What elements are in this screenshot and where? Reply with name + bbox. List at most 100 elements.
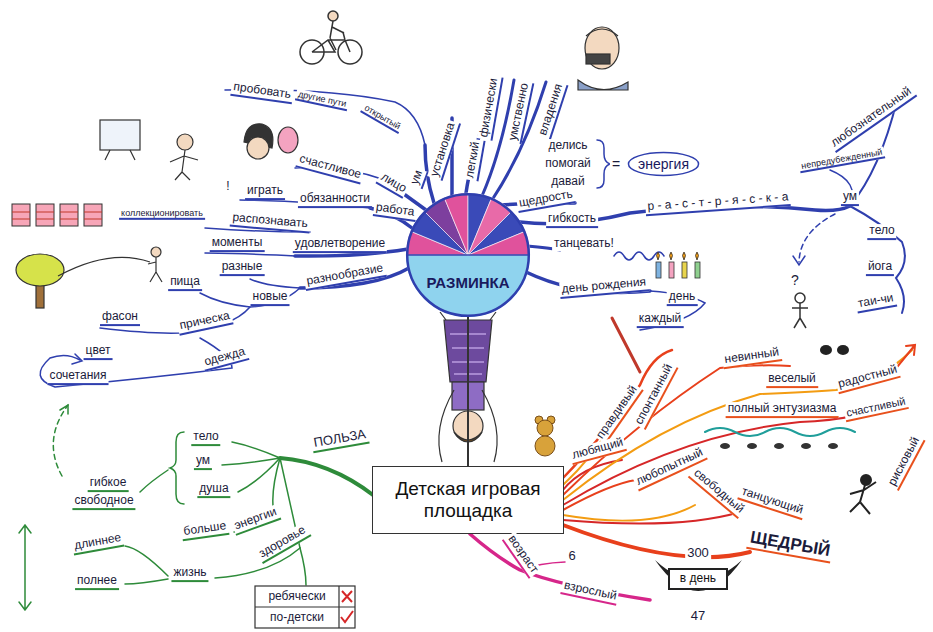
branch-word: новые [251,290,290,306]
blue-branches-part [72,354,82,364]
branch-word: сочетания [48,369,109,385]
old-man-drawing-part [586,54,610,64]
dancer-drawing-part [850,482,876,514]
branch-word: открытый [360,102,404,135]
branch-word: радостный [835,362,901,394]
plain-label: = [610,156,622,172]
branch-word: рисковый [885,433,926,491]
branch-word: другие пути [295,88,349,111]
orange-dots-part [720,443,730,449]
circle-outline [407,194,529,316]
bicycle-drawing [300,11,362,64]
eyes-drawing-part [837,345,849,355]
smile-mouth [655,560,742,591]
branch-word: владения [536,80,569,139]
branch-word: день [667,290,698,306]
plain-label: по-детски [268,611,326,625]
branch-word: счастливое [295,152,364,185]
branch-word: ум [841,190,859,206]
check-table-part [341,611,353,622]
branch-word: физически [477,75,504,140]
stick-figure-drawing-part [792,303,808,328]
branch-word: работа [373,200,417,222]
orange-branches-part [563,505,695,521]
tree-kite-drawing-part [151,247,161,257]
branch-word: гибкое [88,476,129,492]
per-day-box: в день [668,568,728,590]
branch-word: свободное [72,494,135,510]
tv-person-drawing-part [170,150,198,180]
branch-word: коллекционировать [119,208,205,220]
node-text: Детская игровая площадка [381,478,555,522]
stick-figure-drawing [792,293,808,328]
candles-drawing-part [682,262,687,278]
eyes-drawing-part [820,345,832,355]
branch-word: цвет [84,344,113,360]
green-branches [19,405,373,610]
branch-word: умственно [506,80,534,144]
plain-label: танцевать! [552,237,616,251]
green-branches-part [140,470,168,492]
green-branches-part [300,548,306,585]
branch-word: таи-чи [855,291,897,313]
old-man-drawing [578,27,628,90]
candles-drawing-part [669,262,674,278]
branch-word: непредубежденный [798,146,885,173]
orange-branches-part [563,525,750,557]
green-branches-part [19,525,31,610]
green-branches-part [280,458,373,495]
branch-word: пища [168,275,202,291]
tv-person-drawing-part [100,120,140,150]
blue-branches-part [793,256,805,265]
green-branches-part [170,432,184,504]
node-text: в день [680,572,716,586]
branch-word: удовлетворение [293,237,387,253]
eyes-drawing [820,345,849,355]
old-man-drawing-part [578,80,628,90]
orange-dots-part [801,443,811,449]
branch-word: ум [194,454,212,470]
blue-branches-part [597,140,610,188]
branch-word: прическа [176,309,233,336]
branch-word: любознательный [827,83,917,153]
stick-figure-drawing-part [795,293,805,303]
branch-word: полнее [75,574,119,590]
branch-word: лицо [376,169,411,198]
branch-word: каждый [637,312,684,328]
orange-branches [563,318,915,557]
tree-kite-drawing [16,247,162,308]
bicycle-drawing-part [330,21,344,50]
blue-branches-part [205,253,295,256]
plain-label: ребячески [266,590,327,604]
plain-label: 6 [566,549,577,564]
branch-word: обязанности [298,192,372,208]
warmup-circle: РАЗМИНКА [406,193,530,317]
branch-word: тело [191,430,220,446]
blue-branches-part [200,279,300,307]
branch-word: тело [867,224,896,240]
tv-person-drawing-part [177,134,193,150]
blue-branches [40,80,905,387]
node-text: РАЗМИНКА [426,274,509,291]
blue-branches-part [850,206,905,313]
tree-kite-drawing-part [16,254,64,286]
branch-word: распознавать [230,211,311,234]
branch-word: жизнь [171,566,208,582]
check-table-part [342,591,352,602]
orange-branches-part [705,428,855,436]
branch-word: ПОЛЬЗА [311,427,370,454]
teddy-drawing-part [535,436,555,456]
branch-word: возраст [502,531,542,579]
branch-word: невинный [722,345,783,369]
branch-word: р - а - с - т - р - я - с - к - а [645,190,791,216]
dancer-drawing-part [861,475,871,485]
candles-drawing-part [656,262,661,278]
node-text: энергия [638,156,689,172]
branch-word: легкий [463,139,486,182]
branch-word: разные [220,260,265,276]
orange-branches-part [563,365,790,495]
plain-label: 300 [685,546,711,561]
blue-branches-part [799,214,835,262]
old-man-drawing-part [586,29,618,36]
branch-word: здоровье [255,522,311,563]
